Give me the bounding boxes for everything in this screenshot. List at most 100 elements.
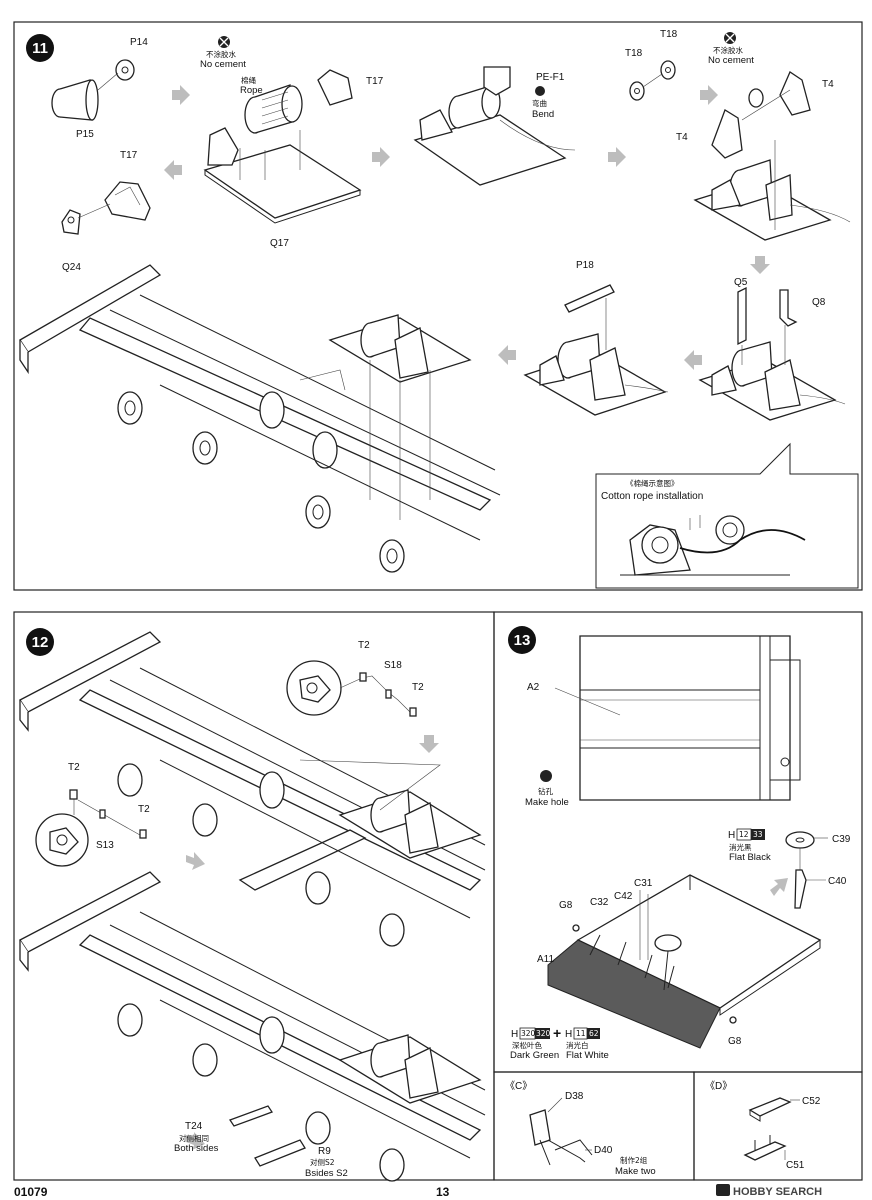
label-s18: S18 (384, 660, 402, 671)
label-t17-left: T17 (120, 150, 138, 161)
paint-h-flat-black: H (728, 830, 735, 841)
label-t24: T24 (185, 1121, 203, 1132)
label-c52: C52 (802, 1096, 821, 1107)
plus-sign: + (553, 1025, 561, 1041)
sub-assembly-c-panel: 《C》 D38 D40 制作2组 Make two (493, 1071, 695, 1181)
step-11-number: 11 (32, 40, 48, 57)
dark-green-cn: 深松叶色 (512, 1040, 542, 1050)
part-a11-base (547, 874, 822, 1049)
label-d40: D40 (594, 1145, 613, 1156)
label-c39: C39 (832, 834, 851, 845)
paint-code-dark-green-1: 320 (521, 1029, 536, 1038)
label-q8: Q8 (812, 297, 826, 308)
label-d38: D38 (565, 1091, 584, 1102)
label-t2-d: T2 (138, 804, 150, 815)
detail-circle-top (286, 660, 417, 717)
flow-arrow-icon (419, 735, 439, 753)
step-12-panel: 12 T2 S18 T2 T2 S13 T2 (13, 611, 495, 1182)
drum-p14-p15 (51, 59, 135, 121)
paint-chip-flat-black: H 12 33 (728, 828, 765, 841)
label-t17-right: T17 (366, 76, 384, 87)
detail-circle-left (35, 789, 147, 867)
paint-code-flat-white-1: 11 (576, 1029, 586, 1038)
paint-code-flat-black-1: 12 (739, 830, 749, 839)
label-p15: P15 (76, 129, 94, 140)
label-c40: C40 (828, 876, 847, 887)
step-13-number: 13 (514, 632, 531, 649)
label-q17: Q17 (270, 238, 289, 249)
make-hole-cn: 钻孔 (538, 786, 553, 796)
label-a11: A11 (537, 954, 554, 965)
steering-c39-c40 (785, 831, 828, 909)
step-11-badge (26, 34, 54, 62)
bend-cn: 弯曲 (532, 98, 547, 108)
flow-arrow-icon (186, 852, 205, 870)
paint-code-flat-black-2: 33 (753, 830, 763, 839)
label-c42: C42 (614, 891, 633, 902)
step-12-number: 12 (32, 634, 49, 651)
paint-h-dark-green: H (511, 1029, 518, 1040)
flow-arrow-icon (372, 147, 390, 167)
product-code: 01079 (14, 1185, 48, 1199)
winch-t4-assembly (693, 71, 851, 241)
paint-code-flat-white-2: 62 (589, 1029, 599, 1038)
part-p18-assembly (523, 284, 669, 416)
paint-h-flat-white: H (565, 1029, 572, 1040)
label-p18: P18 (576, 260, 594, 271)
no-cement-en-2: No cement (708, 55, 754, 66)
step-13-badge (508, 626, 536, 654)
paint-chip-flat-white: H 11 62 (565, 1027, 600, 1040)
no-cement-en-1: No cement (200, 59, 246, 70)
chassis-step12-upper (19, 631, 486, 947)
label-c31: C31 (634, 878, 653, 889)
wheel-icon (117, 391, 405, 573)
flow-arrow-icon (770, 878, 788, 896)
label-t2-b: T2 (412, 682, 424, 693)
winch-bend-pef1 (413, 66, 576, 186)
bsides-en: Bsides S2 (305, 1168, 348, 1179)
bend-en: Bend (532, 109, 554, 120)
no-cement-icon (218, 36, 230, 48)
paint-chip-dark-green: H 320 320 (511, 1027, 551, 1040)
no-cement-cn-1: 不涂胶水 (206, 49, 236, 59)
inset-title-en: Cotton rope installation (601, 491, 703, 502)
bsides-cn: 对侧S2 (310, 1157, 335, 1167)
flat-white-en: Flat White (566, 1050, 609, 1061)
both-sides-en: Both sides (174, 1143, 219, 1154)
label-s13: S13 (96, 840, 114, 851)
bend-icon (535, 86, 545, 96)
flow-arrow-icon (700, 85, 718, 105)
flow-arrow-icon (750, 256, 770, 274)
label-c32: C32 (590, 897, 609, 908)
rope-en: Rope (240, 85, 263, 96)
label-r9: R9 (318, 1146, 331, 1157)
flow-arrow-icon (684, 350, 702, 370)
both-sides-cn: 对侧相同 (179, 1133, 209, 1143)
part-a2-bed (554, 635, 801, 801)
label-t2-a: T2 (358, 640, 370, 651)
flow-arrow-icon (608, 147, 626, 167)
chassis-step11 (19, 264, 501, 573)
label-t2-c: T2 (68, 762, 80, 773)
sub-assembly-d-panel: 《D》 C52 C51 (693, 1071, 863, 1181)
dark-green-en: Dark Green (510, 1050, 559, 1061)
parts-q5-q8 (698, 286, 846, 421)
flow-arrows-step11 (164, 85, 770, 370)
sub-c-title: 《C》 (505, 1080, 532, 1092)
flat-white-cn: 消光白 (566, 1040, 589, 1050)
washers-t18 (629, 60, 676, 101)
make-hole-en: Make hole (525, 797, 569, 808)
step-12-badge (26, 628, 54, 656)
watermark-text: HOBBY SEARCH (733, 1186, 822, 1198)
chassis-step12-lower (19, 871, 486, 1182)
label-p14: P14 (130, 37, 148, 48)
drill-icon (540, 770, 552, 782)
cotton-rope-inset (595, 442, 859, 589)
winch-assembly-q17 (203, 69, 362, 224)
label-c51: C51 (786, 1160, 805, 1171)
bracket-t17-q24 (61, 181, 151, 235)
inset-title-cn: 《棉绳示意图》 (626, 478, 679, 488)
label-t18-right: T18 (660, 29, 678, 40)
label-a2: A2 (527, 682, 540, 693)
